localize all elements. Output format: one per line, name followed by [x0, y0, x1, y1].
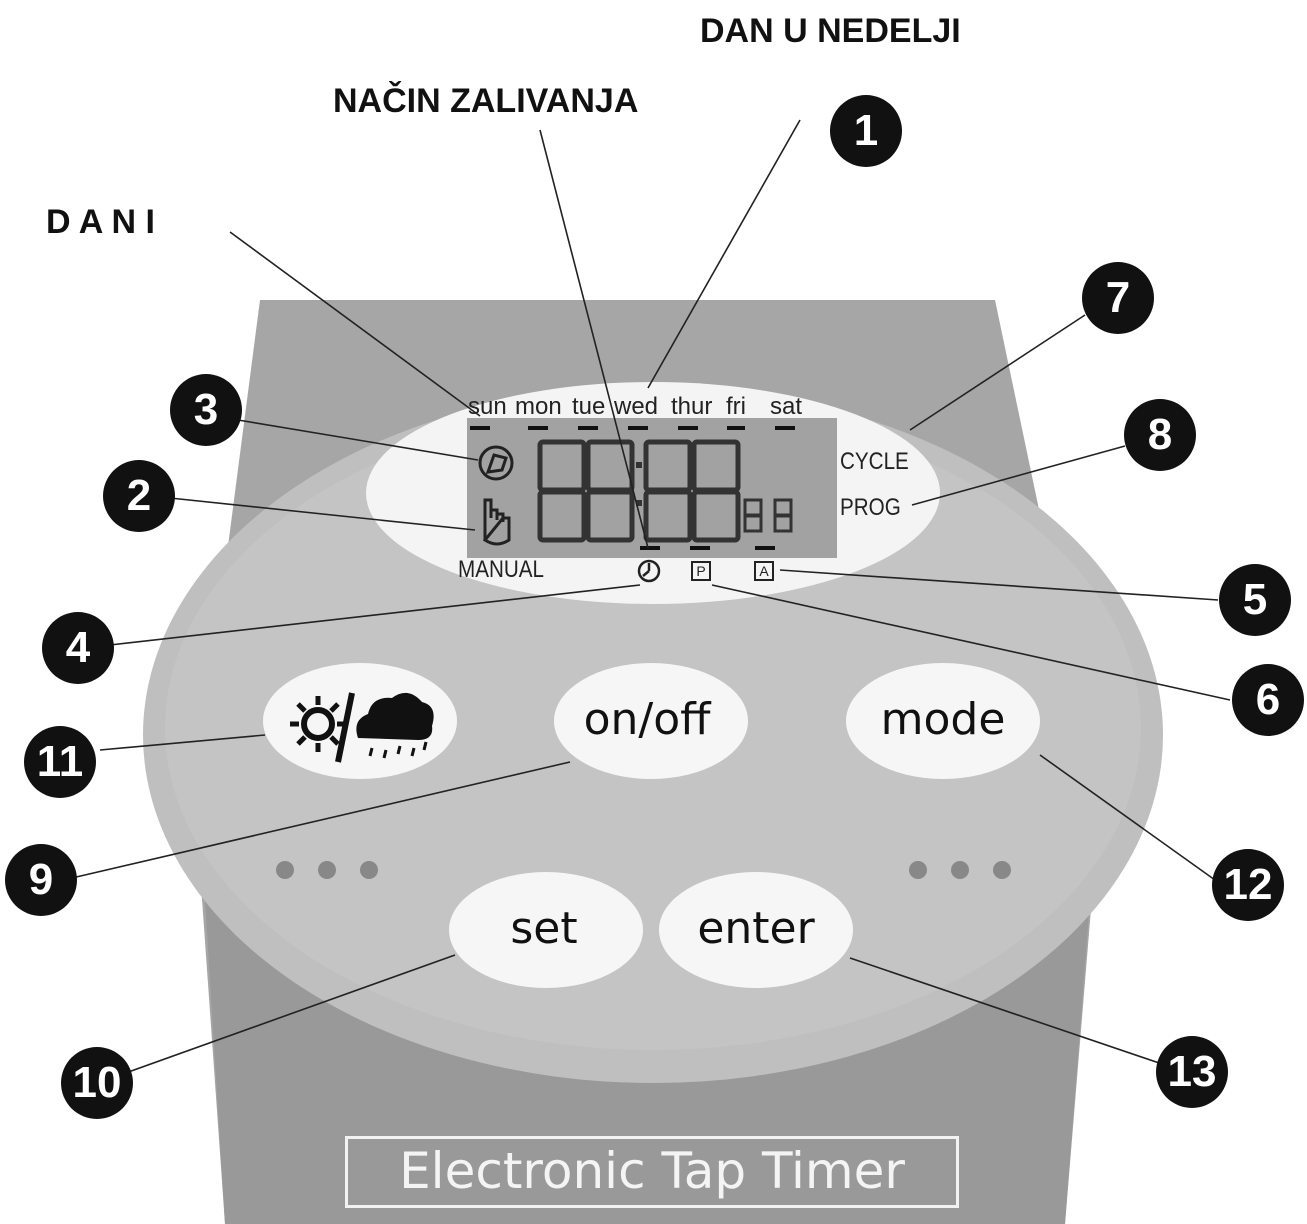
enter-label: enter — [697, 903, 815, 954]
watering-mode-heading: NAČIN ZALIVANJA — [333, 82, 639, 120]
enter-button-shape — [659, 872, 853, 988]
prog-label: PROG — [840, 494, 901, 521]
day-label-mon: mon — [515, 393, 562, 420]
day-label-thur: thur — [671, 393, 713, 420]
rain-delay-button[interactable] — [263, 663, 457, 779]
right-dots — [909, 861, 1011, 879]
day-label-wed: wed — [614, 393, 659, 420]
callout-1: 1 — [853, 106, 879, 155]
callout-5: 5 — [1242, 575, 1268, 624]
callout-badges — [5, 95, 1304, 1119]
day-label-sun: sun — [468, 393, 507, 420]
callout-8: 8 — [1147, 410, 1173, 459]
callout-10: 10 — [72, 1058, 122, 1107]
callout-7: 7 — [1105, 273, 1131, 322]
mode-button-shape — [846, 663, 1040, 779]
weekday-heading: DAN U NEDELJI — [700, 12, 961, 50]
device-title-plate: Electronic Tap Timer — [345, 1136, 959, 1208]
callout-12: 12 — [1223, 860, 1273, 909]
callout-6: 6 — [1255, 675, 1281, 724]
colon — [636, 462, 642, 506]
on-off-button-shape — [554, 663, 748, 779]
cycle-mode-icon — [478, 445, 514, 481]
time-digits — [537, 439, 741, 543]
sun-rain-icon — [290, 692, 434, 763]
mode-label: mode — [880, 694, 1006, 745]
days-heading: D A N I — [46, 203, 155, 241]
small-digits — [743, 498, 793, 533]
callout-3: 3 — [193, 385, 219, 434]
clock-icon — [637, 559, 661, 583]
cycle-label: CYCLE — [840, 448, 909, 475]
left-dots — [276, 861, 378, 879]
set-button-shape — [449, 872, 643, 988]
a-indicator: A — [759, 563, 769, 579]
callout-13: 13 — [1167, 1047, 1217, 1096]
p-indicator-box — [691, 561, 711, 581]
callout-2: 2 — [126, 471, 152, 520]
day-label-fri: fri — [726, 393, 746, 420]
set-label: set — [510, 903, 578, 954]
p-indicator: P — [696, 563, 706, 579]
manual-hand-icon — [482, 498, 511, 546]
callout-11: 11 — [36, 737, 84, 786]
manual-label: MANUAL — [458, 556, 545, 583]
day-label-sat: sat — [770, 393, 803, 420]
a-indicator-box — [754, 561, 774, 581]
callout-9: 9 — [28, 855, 54, 904]
callout-4: 4 — [65, 623, 91, 672]
day-label-tue: tue — [572, 393, 606, 420]
leader-lines — [71, 119, 1231, 1076]
on-off-label: on/off — [583, 694, 711, 745]
